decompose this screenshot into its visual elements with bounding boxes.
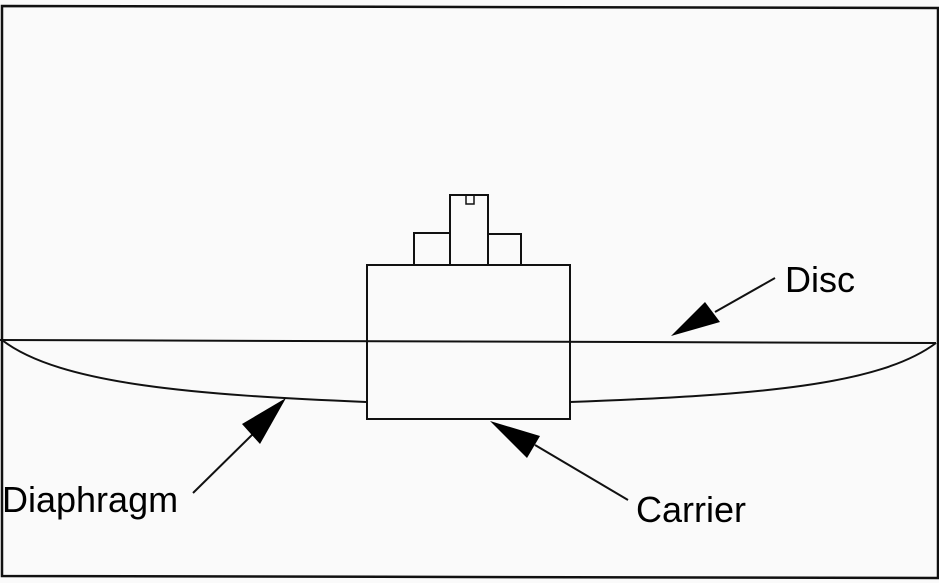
carrier-shoulder-right [487, 233, 522, 266]
diaphragm-left-curve [1, 339, 367, 403]
disc-line [0, 339, 937, 344]
diaphragm-label: Diaphragm [2, 479, 178, 520]
carrier-shoulder-left [413, 232, 451, 266]
carrier-arrow [490, 421, 629, 501]
diaphragm-right-curve [569, 342, 937, 403]
carrier-label: Carrier [636, 489, 746, 530]
diaphragm-arrow [192, 398, 286, 494]
disc-label: Disc [785, 259, 855, 300]
shaft-notch [465, 194, 475, 205]
frame-border [0, 4, 939, 580]
disc-arrow [671, 277, 776, 336]
carrier-shaft [449, 194, 489, 266]
